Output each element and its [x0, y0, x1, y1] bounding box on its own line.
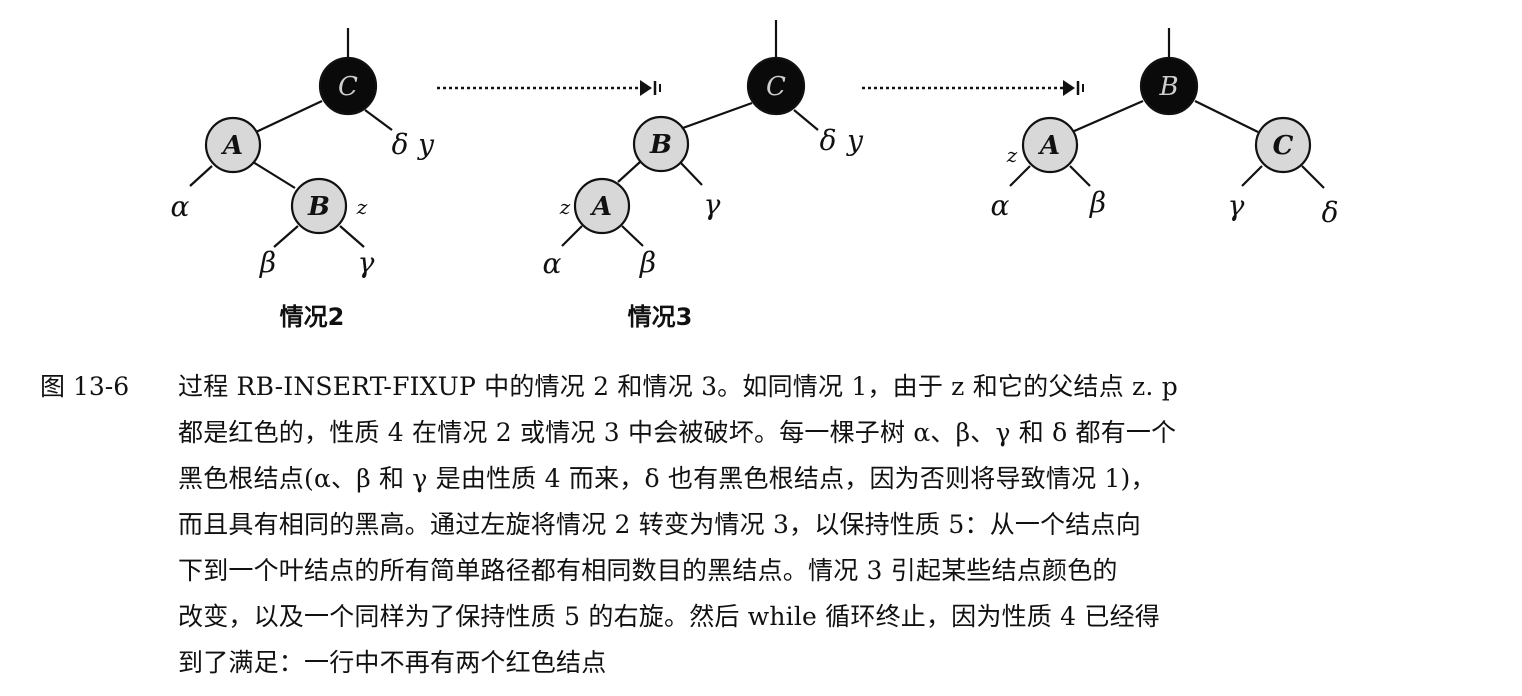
figure-caption: 图 13-6 过程 RB-INSERT-FIXUP 中的情况 2 和情况 3。如… — [40, 364, 1490, 686]
node-b-label: B — [307, 192, 330, 222]
node-b-red — [632, 115, 690, 173]
leaf-beta: β — [1089, 186, 1106, 219]
leaf-delta: δ — [1322, 196, 1339, 229]
mark-z: z — [356, 195, 368, 219]
node-c-label: C — [1273, 131, 1294, 161]
node-a-red — [204, 116, 262, 174]
node-b-label: B — [1158, 72, 1178, 102]
edge — [1301, 165, 1325, 189]
edge — [339, 225, 365, 248]
edge — [617, 161, 641, 183]
leaf-delta: δ — [392, 128, 409, 161]
case-label: 情况2 — [280, 303, 345, 331]
transition-arrow — [437, 80, 661, 96]
edge — [1071, 99, 1144, 134]
node-c-label: C — [338, 72, 358, 102]
mark-y: y — [416, 128, 435, 161]
edge — [561, 225, 583, 247]
node-b-red — [290, 177, 348, 235]
leaf-alpha: α — [171, 190, 190, 223]
mark-y: y — [845, 124, 864, 157]
result-tree: B A C α β γ δ z — [991, 28, 1339, 229]
edge — [1009, 165, 1031, 187]
figure-number: 图 13-6 — [40, 372, 130, 401]
caption-line: 下到一个叶结点的所有简单路径都有相同数目的黑结点。情况 3 引起某些结点颜色的 — [178, 556, 1118, 585]
node-a-label: A — [1037, 131, 1060, 161]
red-black-tree-diagram: C A B α β γ δ y z 情况2 C B A α β — [171, 20, 1339, 331]
leaf-gamma: γ — [704, 188, 721, 221]
node-a-red — [573, 177, 631, 235]
caption-line: 都是红色的，性质 4 在情况 2 或情况 3 中会被破坏。每一棵子树 α、β、γ… — [178, 418, 1177, 447]
caption-line: 到了满足：一行中不再有两个红色结点 — [178, 648, 607, 677]
node-a-red — [1021, 116, 1079, 174]
mark-z: z — [1006, 143, 1018, 167]
edge — [621, 225, 644, 247]
edge — [273, 225, 299, 248]
edge — [252, 161, 296, 189]
mark-z: z — [559, 195, 571, 219]
leaf-alpha: α — [991, 189, 1010, 222]
case-label: 情况3 — [628, 303, 693, 331]
caption-text: 过程 RB-INSERT-FIXUP 中的情况 2 和情况 3。如同情况 1，由… — [178, 364, 1490, 686]
leaf-gamma: γ — [358, 246, 375, 279]
node-c-black — [318, 56, 378, 116]
edge — [1069, 165, 1091, 187]
caption-line: 而且具有相同的黑高。通过左旋将情况 2 转变为情况 3，以保持性质 5：从一个结… — [178, 510, 1141, 539]
node-b-black — [1139, 56, 1199, 116]
node-c-black — [746, 56, 806, 116]
leaf-alpha: α — [543, 247, 562, 280]
caption-line: 过程 RB-INSERT-FIXUP 中的情况 2 和情况 3。如同情况 1，由… — [178, 372, 1178, 401]
node-a-label: A — [220, 131, 243, 161]
caption-line: 黑色根结点(α、β 和 γ 是由性质 4 而来，δ 也有黑色根结点，因为否则将导… — [178, 464, 1156, 493]
edge — [255, 100, 323, 133]
edge — [1241, 165, 1263, 187]
node-c-label: C — [766, 72, 786, 102]
edge — [1194, 100, 1259, 133]
node-b-label: B — [649, 130, 672, 160]
leaf-delta: δ — [820, 124, 837, 157]
leaf-beta: β — [639, 246, 656, 279]
edge — [679, 161, 703, 186]
node-a-label: A — [589, 192, 612, 222]
node-c-red — [1254, 116, 1312, 174]
leaf-gamma: γ — [1228, 189, 1245, 222]
caption-line: 改变，以及一个同样为了保持性质 5 的右旋。然后 while 循环终止，因为性质… — [178, 602, 1160, 631]
edge — [793, 109, 819, 131]
leaf-beta: β — [259, 246, 276, 279]
edge — [364, 109, 393, 131]
edge — [679, 101, 753, 131]
case2-tree: C A B α β γ δ y z 情况2 — [171, 28, 435, 331]
case3-tree: C B A α β γ δ y z 情况3 — [543, 20, 864, 331]
edge — [189, 165, 213, 187]
transition-arrow — [862, 80, 1084, 96]
